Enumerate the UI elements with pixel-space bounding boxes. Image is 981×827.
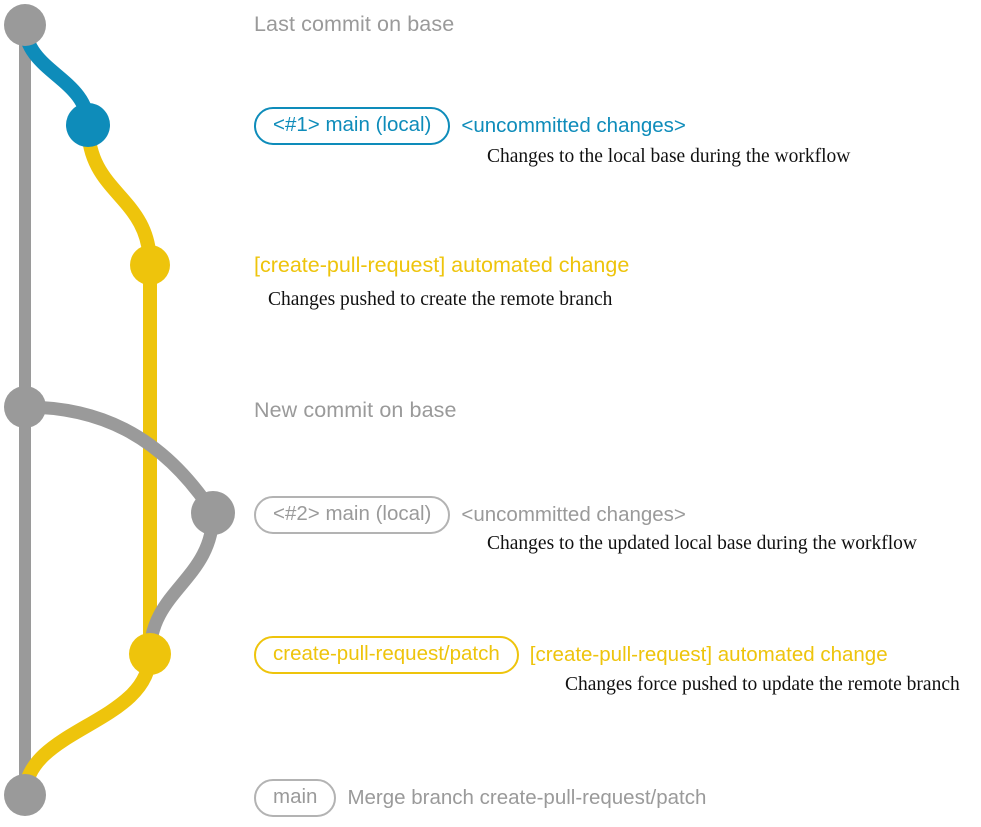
commit-row-create-pull-request-patch: create-pull-request/patch [create-pull-r… [254, 636, 888, 674]
commit-node-main-local-2[interactable] [191, 491, 235, 535]
branch-pill-main-local-2[interactable]: <#2> main (local) [254, 496, 451, 534]
branch-pill-create-pull-request-patch[interactable]: create-pull-request/patch [254, 636, 519, 674]
commit-description-4: Changes force pushed to update the remot… [565, 674, 960, 695]
git-commit-graph [4, 4, 235, 816]
branch-pill-main[interactable]: main [254, 779, 337, 817]
commit-description-2: Changes pushed to create the remote bran… [268, 289, 613, 310]
commit-node-main-local-1[interactable] [66, 103, 110, 147]
commit-node-automated-change-2[interactable] [129, 633, 171, 675]
commit-row-merge-main: main Merge branch create-pull-request/pa… [254, 779, 706, 817]
commit-node-automated-change-1[interactable] [130, 245, 170, 285]
commit-node-new-commit-on-base[interactable] [4, 386, 46, 428]
commit-node-merge-main[interactable] [4, 774, 46, 816]
heading-last-commit-on-base: Last commit on base [254, 12, 455, 36]
commit-message-uncommitted-changes-2: <uncommitted changes> [461, 502, 686, 526]
commit-description-1: Changes to the local base during the wor… [487, 146, 851, 167]
heading-new-commit-on-base: New commit on base [254, 398, 457, 422]
commit-message-merge-branch: Merge branch create-pull-request/patch [347, 785, 707, 809]
branch-pill-main-local-1[interactable]: <#1> main (local) [254, 107, 451, 145]
commit-message-uncommitted-changes-1: <uncommitted changes> [461, 113, 686, 137]
commit-row-main-local-2: <#2> main (local) <uncommitted changes> [254, 496, 686, 534]
base-branch-edge-grey [18, 400, 220, 520]
base-merge-edge-grey [143, 506, 220, 661]
commit-message-automated-change-1: [create-pull-request] automated change [254, 253, 630, 277]
patch-merge-edge-yellow [18, 647, 157, 802]
patch-branch-edge-yellow-1 [81, 118, 157, 272]
commit-row-main-local-1: <#1> main (local) <uncommitted changes> [254, 107, 686, 145]
commit-node-last-commit-on-base[interactable] [4, 4, 46, 46]
commit-description-3: Changes to the updated local base during… [487, 533, 917, 554]
commit-message-automated-change-2: [create-pull-request] automated change [529, 642, 888, 666]
